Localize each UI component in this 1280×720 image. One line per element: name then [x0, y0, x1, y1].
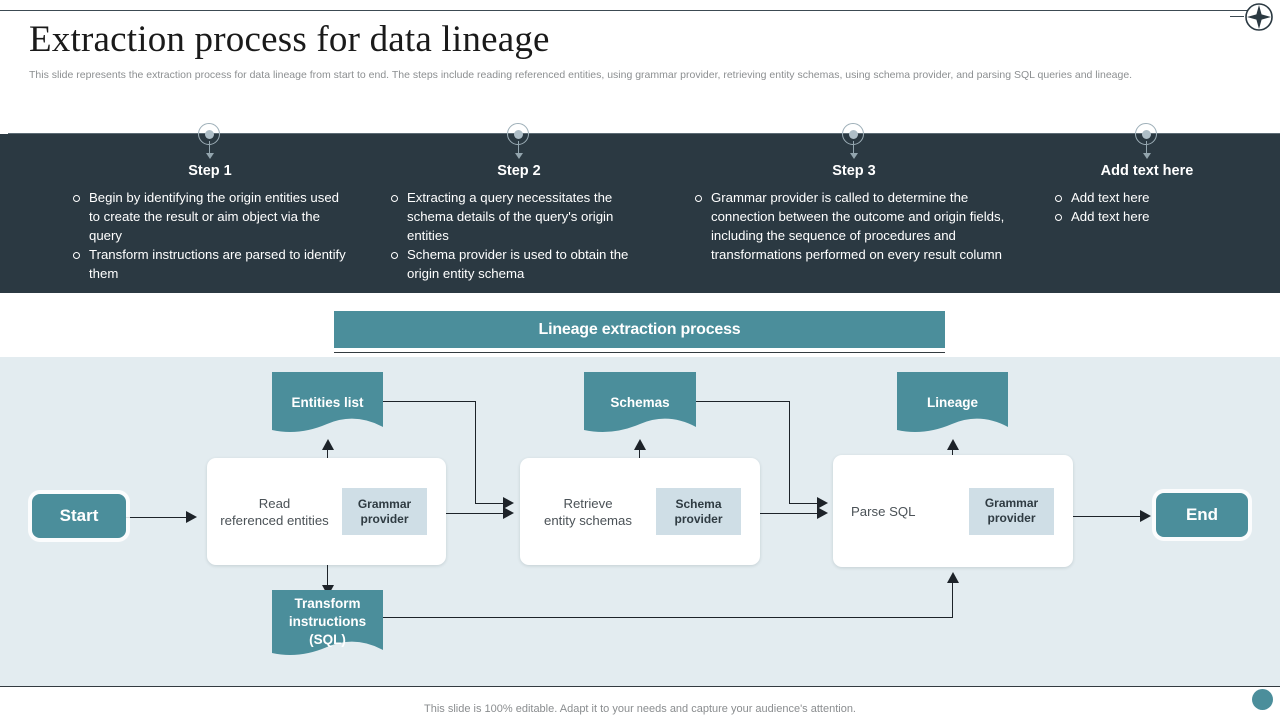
- pin-arrow-icon: [1135, 123, 1159, 159]
- start-node[interactable]: Start: [32, 494, 126, 538]
- flag-shape: [897, 372, 1008, 432]
- artifact-transform-instructions[interactable]: Transform instructions (SQL): [272, 590, 383, 668]
- artifact-label: Lineage: [926, 395, 978, 410]
- connector-entities-box2: [383, 401, 475, 402]
- pin-arrow-icon: [507, 123, 531, 159]
- connector-box1-transform: [327, 565, 328, 587]
- connector-box3-lineage: [952, 447, 953, 460]
- list-item: Add text here: [1052, 188, 1242, 207]
- connector-box3-end: [1072, 516, 1142, 517]
- connector-seg: [475, 503, 505, 504]
- flag-shape: [584, 372, 696, 432]
- connector-seg: [789, 503, 819, 504]
- chip-grammar-provider[interactable]: Grammar provider: [342, 488, 427, 535]
- start-label: Start: [59, 506, 99, 525]
- artifact-label-line1: Transform: [294, 596, 361, 611]
- step-bullet-list: Grammar provider is called to determine …: [692, 188, 1016, 264]
- arrow-right-icon: [186, 511, 197, 523]
- step-bullet-list: Add text here Add text here: [1052, 188, 1242, 226]
- step-bullet-list: Extracting a query necessitates the sche…: [388, 188, 650, 283]
- artifact-label-line3: (SQL): [309, 632, 346, 647]
- step-column-2: Step 2 Extracting a query necessitates t…: [388, 123, 650, 283]
- artifact-label-line2: instructions: [288, 614, 367, 629]
- artifact-lineage[interactable]: Lineage: [897, 372, 1008, 444]
- flag-shape: [272, 590, 383, 655]
- step-column-1: Step 1 Begin by identifying the origin e…: [70, 123, 350, 283]
- arrow-right-icon: [503, 497, 514, 509]
- artifact-label: Schemas: [610, 395, 670, 410]
- pin-arrow-icon: [842, 123, 866, 159]
- end-node[interactable]: End: [1156, 493, 1248, 537]
- arrow-right-icon: [817, 497, 828, 509]
- connector-seg: [952, 581, 953, 618]
- chip-grammar-provider[interactable]: Grammar provider: [969, 487, 1054, 535]
- process-box-parse-sql[interactable]: Parse SQL Grammar provider: [833, 455, 1073, 567]
- connector-schemas-box3: [696, 401, 789, 402]
- artifact-label: Entities list: [291, 395, 364, 410]
- dot-icon: [1252, 689, 1273, 710]
- canvas-bottom-rule: [0, 686, 1280, 687]
- connector-seg: [327, 450, 328, 460]
- artifact-schemas[interactable]: Schemas: [584, 372, 696, 444]
- step-heading: Step 2: [497, 163, 541, 179]
- page-subtitle: This slide represents the extraction pro…: [29, 69, 1133, 81]
- compass-star-icon: [1245, 3, 1273, 31]
- connector-seg: [789, 401, 790, 503]
- flow-canvas: Start End Read referenced entities Gramm…: [0, 357, 1280, 686]
- arrow-up-icon: [322, 439, 334, 450]
- arrow-up-icon: [634, 439, 646, 450]
- arrow-up-icon: [947, 572, 959, 583]
- connector-seg: [475, 401, 476, 503]
- page-title: Extraction process for data lineage: [29, 19, 550, 60]
- arrow-right-icon: [503, 507, 514, 519]
- process-box-retrieve-entity-schemas[interactable]: Retrieve entity schemas Schema provider: [520, 458, 760, 565]
- connector-box1-box2: [446, 513, 505, 514]
- footer-note: This slide is 100% editable. Adapt it to…: [424, 703, 856, 715]
- list-item: Transform instructions are parsed to ide…: [70, 245, 350, 283]
- corner-rule: [1230, 16, 1244, 17]
- process-box-read-referenced-entities[interactable]: Read referenced entities Grammar provide…: [207, 458, 446, 565]
- step-heading: Step 3: [832, 163, 876, 179]
- step-column-4: Add text here Add text here Add text her…: [1052, 123, 1242, 226]
- list-item: Extracting a query necessitates the sche…: [388, 188, 650, 245]
- arrow-right-icon: [1140, 510, 1151, 522]
- chip-schema-provider[interactable]: Schema provider: [656, 488, 741, 535]
- process-box-label: Read referenced entities: [220, 495, 329, 528]
- connector-transform-box3: [383, 617, 953, 618]
- step-column-3: Step 3 Grammar provider is called to det…: [692, 123, 1016, 264]
- process-box-label: Parse SQL: [851, 503, 916, 519]
- step-bullet-list: Begin by identifying the origin entities…: [70, 188, 350, 283]
- section-title-label: Lineage extraction process: [538, 320, 741, 338]
- section-title-rule: [334, 352, 945, 353]
- end-label: End: [1185, 505, 1219, 524]
- connector-box2-schemas: [639, 447, 640, 460]
- list-item: Schema provider is used to obtain the or…: [388, 245, 650, 283]
- list-item: Add text here: [1052, 207, 1242, 226]
- list-item: Begin by identifying the origin entities…: [70, 188, 350, 245]
- steps-band: Step 1 Begin by identifying the origin e…: [0, 123, 1280, 293]
- step-heading: Add text here: [1100, 163, 1194, 179]
- artifact-entities-list[interactable]: Entities list: [272, 372, 383, 444]
- process-box-label: Retrieve entity schemas: [544, 495, 632, 528]
- connector-start-box1: [126, 517, 188, 518]
- connector-box2-box3: [760, 513, 819, 514]
- flag-shape: [272, 372, 383, 432]
- step-heading: Step 1: [188, 163, 232, 179]
- arrow-up-icon: [947, 439, 959, 450]
- pin-arrow-icon: [198, 123, 222, 159]
- top-divider: [0, 10, 1248, 11]
- list-item: Grammar provider is called to determine …: [692, 188, 1016, 264]
- section-title-banner: Lineage extraction process: [334, 311, 945, 348]
- arrow-right-icon: [817, 507, 828, 519]
